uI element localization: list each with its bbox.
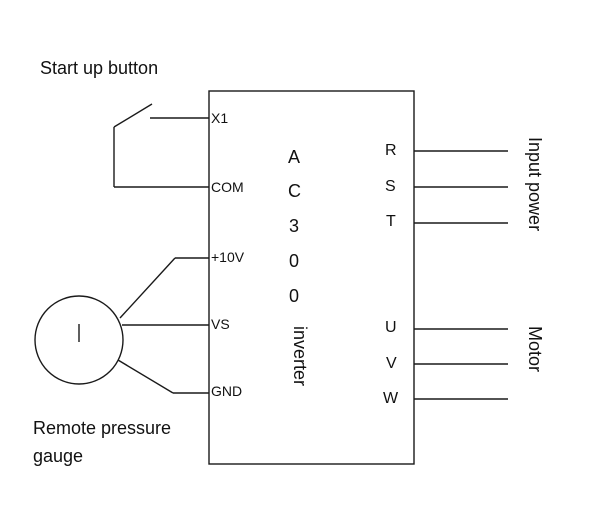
inverter-box — [208, 90, 415, 465]
motor-label: Motor — [525, 326, 545, 373]
input-power-label: Input power — [525, 137, 545, 232]
terminal-s: S — [385, 178, 396, 195]
terminal-v: V — [386, 355, 397, 372]
terminal-com: COM — [211, 179, 244, 195]
terminal-gnd: GND — [211, 383, 243, 399]
terminal-w: W — [383, 390, 399, 407]
terminal-r: R — [385, 142, 397, 159]
gauge-wire-bottom — [117, 359, 174, 394]
terminal-x1: X1 — [211, 110, 229, 126]
terminal-u: U — [385, 319, 397, 336]
model-char-1: A — [288, 147, 301, 167]
model-char-3: 3 — [289, 216, 300, 236]
model-char-2: C — [288, 181, 301, 201]
switch-blade — [113, 103, 153, 128]
model-char-4: 0 — [289, 251, 300, 271]
terminal-t: T — [386, 213, 396, 230]
terminal-plus10v: +10V — [211, 249, 245, 265]
remote-gauge-label-line1: Remote pressure — [33, 418, 172, 438]
terminal-vs: VS — [211, 316, 230, 332]
inverter-label: inverter — [290, 326, 310, 387]
remote-gauge-label-line2: gauge — [33, 446, 84, 466]
model-char-5: 0 — [289, 286, 300, 306]
pressure-gauge — [34, 295, 124, 385]
start-button-label: Start up button — [40, 58, 159, 78]
gauge-wire-top — [119, 257, 176, 319]
